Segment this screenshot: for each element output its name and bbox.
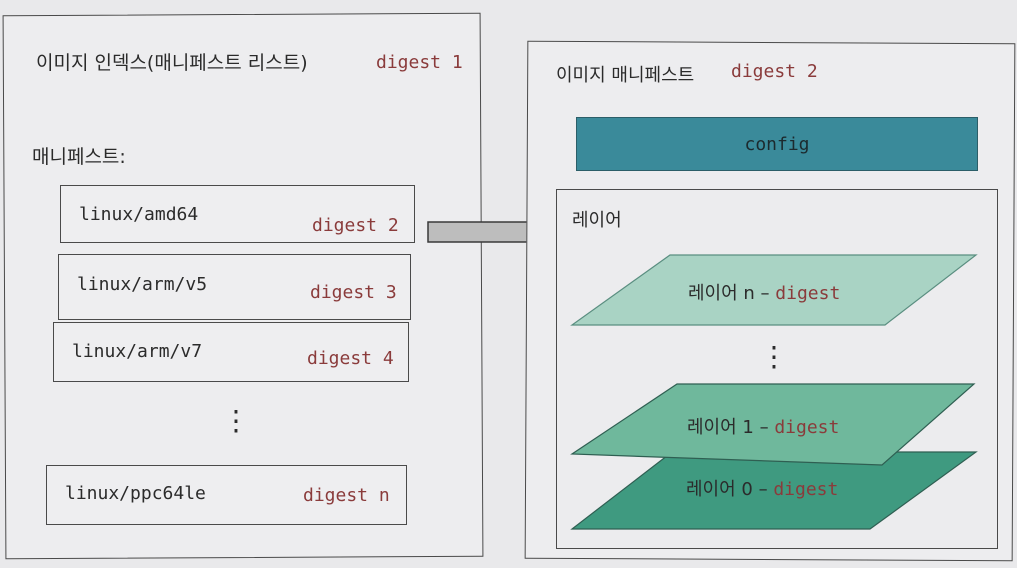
layer-1-digest: digest xyxy=(774,417,840,438)
manifest-digest: digest 4 xyxy=(307,348,394,369)
config-block: config xyxy=(576,117,978,171)
config-label: config xyxy=(744,133,810,155)
layer-1-dash: – xyxy=(759,417,769,438)
layer-0-name: 레이어 0 xyxy=(686,479,753,500)
layer-n-caption: 레이어 n – digest xyxy=(688,279,840,305)
manifest-item-arm-v5: linux/arm/v5 digest 3 xyxy=(58,254,411,320)
manifest-platform: linux/arm/v7 xyxy=(72,341,203,362)
layers-label: 레이어 xyxy=(572,210,622,231)
manifest-platform: linux/arm/v5 xyxy=(77,274,208,295)
layer-1-shape xyxy=(570,383,976,466)
layer-1-name: 레이어 1 xyxy=(687,417,754,438)
image-index-digest: digest 1 xyxy=(376,52,463,73)
layer-0-caption: 레이어 0 – digest xyxy=(686,475,838,501)
manifest-digest: digest 2 xyxy=(312,215,399,236)
layer-n-shape xyxy=(570,254,978,326)
layer-0-digest: digest xyxy=(773,479,839,500)
manifest-digest: digest 3 xyxy=(310,282,397,303)
manifest-platform: linux/ppc64le xyxy=(65,483,206,504)
image-manifest-digest: digest 2 xyxy=(731,61,818,82)
manifest-digest: digest n xyxy=(303,485,390,506)
image-index-title: 이미지 인덱스(매니페스트 리스트) xyxy=(36,52,308,74)
layer-1-caption: 레이어 1 – digest xyxy=(687,413,839,439)
layer-ellipsis: ⋮ xyxy=(760,340,788,373)
manifests-label: 매니페스트: xyxy=(32,146,126,168)
manifest-item-arm-v7: linux/arm/v7 digest 4 xyxy=(53,322,409,382)
layer-n-digest: digest xyxy=(775,283,841,304)
manifest-item-ppc64le: linux/ppc64le digest n xyxy=(46,465,407,525)
manifest-item-amd64: linux/amd64 digest 2 xyxy=(60,185,415,243)
layer-n-name: 레이어 n xyxy=(688,283,755,304)
manifest-ellipsis: ⋮ xyxy=(222,404,250,437)
layer-n-dash: – xyxy=(760,283,770,304)
layer-0-dash: – xyxy=(758,479,768,500)
manifest-platform: linux/amd64 xyxy=(79,204,199,225)
image-manifest-title: 이미지 매니페스트 xyxy=(556,65,695,86)
